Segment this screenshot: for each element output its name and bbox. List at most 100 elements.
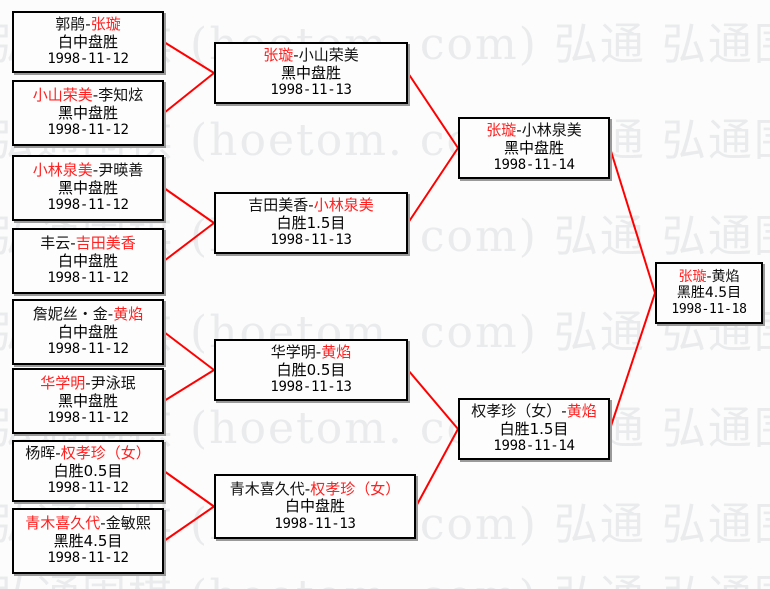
- match-result: 白中盘胜: [284, 497, 345, 516]
- player-separator: -: [308, 196, 314, 215]
- match-players: 郭鹃-张璇: [55, 15, 121, 34]
- match-date: 1998-11-12: [47, 270, 129, 287]
- player-right: 小林泉美: [521, 121, 582, 140]
- match-date: 1998-11-12: [47, 197, 129, 214]
- player-left: 小山荣美: [32, 86, 93, 105]
- player-right: 吉田美香: [75, 234, 136, 253]
- match-date: 1998-11-13: [270, 232, 352, 249]
- player-left: 张璇: [486, 121, 517, 140]
- match-players: 青木喜久代-金敏熙: [25, 514, 150, 533]
- bracket-connector: [163, 222, 215, 262]
- player-left: 权孝珍（女）: [471, 402, 562, 421]
- player-separator: -: [304, 479, 311, 498]
- match-result: 黑中盘胜: [503, 138, 564, 157]
- player-separator: -: [92, 86, 99, 105]
- bracket-connector: [163, 505, 215, 542]
- bracket-connector: [609, 147, 656, 294]
- match-date: 1998-11-18: [671, 301, 747, 317]
- bracket-connector: [163, 41, 215, 74]
- player-left: 华学明: [40, 374, 86, 393]
- match-players: 青木喜久代-权孝珍（女）: [229, 479, 401, 499]
- player-separator: -: [70, 234, 76, 253]
- player-right: 小山荣美: [298, 46, 359, 65]
- player-left: 张璇: [678, 268, 707, 285]
- player-right: 小林泉美: [313, 196, 374, 215]
- player-separator: -: [706, 268, 712, 285]
- player-right: 权孝珍（女）: [60, 444, 151, 463]
- player-right: 黄焰: [711, 268, 740, 285]
- player-separator: -: [85, 15, 91, 34]
- match-players: 小山荣美-李知炫: [32, 86, 143, 105]
- player-left: 华学明: [270, 343, 316, 362]
- match-date: 1998-11-12: [47, 341, 129, 358]
- bracket-connector: [415, 428, 459, 507]
- match-players: 华学明-尹泳珉: [40, 374, 136, 393]
- player-separator: -: [315, 343, 322, 362]
- player-left: 吉田美香: [248, 196, 309, 215]
- player-left: 青木喜久代: [229, 479, 305, 498]
- bracket-connector: [407, 369, 459, 430]
- match-players: 张璇-小山荣美: [263, 46, 359, 65]
- player-separator: -: [516, 121, 522, 140]
- match-players: 权孝珍（女）-黄焰: [471, 402, 597, 421]
- match-date: 1998-11-13: [270, 82, 352, 99]
- player-left: 张璇: [263, 46, 294, 65]
- match-players: 丰云-吉田美香: [40, 234, 136, 253]
- match-result: 白中盘胜: [57, 32, 118, 51]
- match-result: 黑中盘胜: [57, 103, 118, 122]
- match-result: 黑中盘胜: [57, 178, 118, 197]
- player-right: 黄焰: [113, 305, 144, 324]
- player-right: 张璇: [90, 15, 121, 34]
- player-separator: -: [55, 444, 61, 463]
- player-separator: -: [561, 402, 567, 421]
- player-right: 尹暎善: [98, 161, 144, 180]
- player-separator: -: [85, 374, 91, 393]
- match-result: 白中盘胜: [57, 251, 118, 270]
- bracket-connector: [407, 147, 459, 224]
- match-result: 白胜0.5目: [276, 360, 346, 379]
- player-right: 权孝珍（女）: [310, 479, 401, 498]
- player-right: 黄焰: [566, 402, 597, 421]
- player-left: 丰云: [40, 234, 71, 253]
- player-left: 杨晖: [25, 444, 56, 463]
- bracket-connector: [163, 369, 215, 402]
- match-date: 1998-11-12: [47, 480, 129, 497]
- player-separator: -: [100, 514, 106, 533]
- match-players: 吉田美香-小林泉美: [248, 196, 374, 215]
- bracket-connector: [163, 187, 215, 224]
- match-result: 黑中盘胜: [57, 391, 118, 410]
- match-result: 白中盘胜: [57, 322, 118, 341]
- player-right: 尹泳珉: [90, 374, 136, 393]
- match-players: 张璇-小林泉美: [486, 121, 582, 140]
- match-result: 白胜0.5目: [53, 461, 123, 480]
- match-date: 1998-11-12: [47, 410, 129, 427]
- match-players: 小林泉美-尹暎善: [32, 161, 144, 180]
- match-result: 黑胜4.5目: [676, 285, 742, 302]
- bracket-connector: [609, 292, 656, 430]
- match-date: 1998-11-14: [493, 438, 575, 455]
- match-players: 华学明-黄焰: [270, 343, 352, 362]
- match-players: 张璇-黄焰: [678, 269, 739, 286]
- player-left: 小林泉美: [32, 161, 93, 180]
- player-left: 詹妮丝・金: [32, 305, 108, 324]
- bracket-connector: [163, 470, 215, 508]
- player-right: 黄焰: [321, 343, 352, 362]
- bracket-connector: [163, 72, 215, 114]
- match-date: 1998-11-12: [47, 122, 129, 139]
